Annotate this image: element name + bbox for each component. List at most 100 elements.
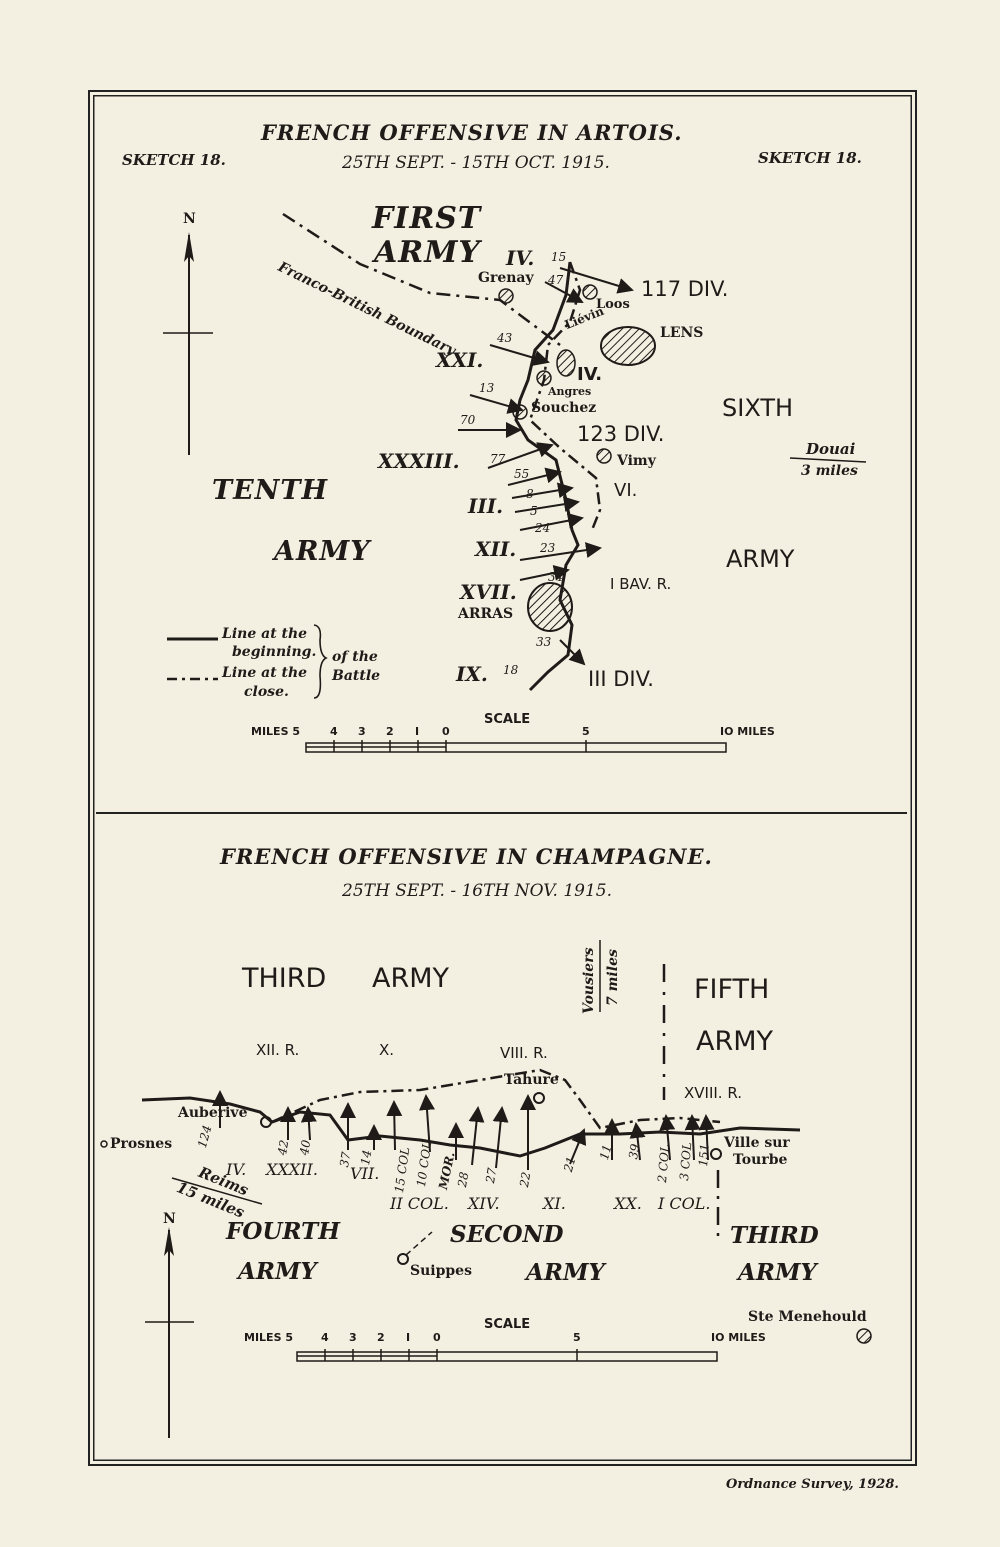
legend-of: of the bbox=[332, 649, 378, 665]
artois-div-num: 23 bbox=[540, 541, 556, 555]
corps-ix: IX. bbox=[456, 662, 488, 686]
artois-scale-bar bbox=[305, 740, 727, 753]
champagne-div-num: 151 bbox=[696, 1143, 712, 1168]
place-souchez: Souchez bbox=[531, 400, 597, 416]
artois-date: 25TH SEPT. - 15TH OCT. 1915. bbox=[342, 153, 610, 173]
champagne-scale-tick: 0 bbox=[433, 1331, 441, 1344]
artois-div-num: 47 bbox=[548, 273, 564, 287]
corps-xii: XII. bbox=[475, 537, 517, 561]
champagne-div-num: 22 bbox=[517, 1170, 534, 1189]
artois-scale-miles: MILES 5 bbox=[251, 725, 300, 738]
champagne-div-num: 42 bbox=[275, 1138, 292, 1157]
footer-credit: Ordnance Survey, 1928. bbox=[726, 1477, 899, 1492]
corps-vii: VII. bbox=[350, 1164, 380, 1183]
div-bav: I BAV. R. bbox=[610, 575, 672, 593]
corps-xxxii: XXXII. bbox=[266, 1160, 318, 1179]
artois-div-num: 70 bbox=[460, 413, 476, 427]
legend-battle: Battle bbox=[332, 668, 381, 684]
place-vousiers: Vousiers bbox=[581, 947, 597, 1014]
champagne-scale-title: SCALE bbox=[484, 1317, 531, 1332]
map-frame bbox=[88, 90, 917, 1466]
champagne-scale-tick: I bbox=[406, 1331, 411, 1344]
champagne-start-line bbox=[141, 1096, 801, 1158]
third-army-top: THIRD bbox=[242, 963, 327, 994]
corps-xi: XI. bbox=[543, 1194, 566, 1213]
tenth-army-label-2: ARMY bbox=[274, 536, 371, 567]
fifth-army-2: ARMY bbox=[696, 1026, 774, 1057]
artois-div-num: 8 bbox=[526, 487, 534, 501]
corps-iii: III. bbox=[468, 494, 504, 518]
section-divider bbox=[96, 812, 907, 814]
place-auberive: Auberive bbox=[178, 1105, 248, 1121]
champagne-div-num: 40 bbox=[297, 1138, 314, 1157]
corps-xxxiii: XXXIII. bbox=[378, 449, 460, 473]
legend-close-1: Line at the bbox=[222, 665, 308, 681]
champagne-end-line bbox=[271, 1068, 721, 1130]
place-ville-sur: Ville sur bbox=[724, 1135, 790, 1151]
douai-distance: 3 miles bbox=[801, 463, 858, 479]
fifth-army: FIFTH bbox=[694, 974, 770, 1005]
champagne-div-num: 37 bbox=[337, 1150, 354, 1169]
corps-i-col: I COL. bbox=[658, 1194, 711, 1213]
corps-xvii: XVII. bbox=[460, 580, 517, 604]
corps-xx: XX. bbox=[614, 1194, 642, 1213]
champagne-div-num: 39 bbox=[626, 1142, 643, 1161]
second-army-2: ARMY bbox=[526, 1259, 605, 1286]
third-army-right: THIRD bbox=[730, 1222, 819, 1249]
champagne-div-num: 11 bbox=[597, 1142, 615, 1162]
place-tahure: Tahure bbox=[504, 1072, 559, 1088]
tenth-army-label: TENTH bbox=[212, 475, 328, 506]
second-army: SECOND bbox=[450, 1221, 564, 1248]
artois-div-num: 55 bbox=[514, 467, 530, 481]
artois-scale-tick: 3 bbox=[358, 725, 366, 738]
artois-div-num: 5 bbox=[530, 504, 538, 518]
champagne-title: FRENCH OFFENSIVE IN CHAMPAGNE. bbox=[220, 844, 713, 869]
place-arras: ARRAS bbox=[458, 606, 514, 622]
place-ste-menehould: Ste Menehould bbox=[748, 1309, 867, 1325]
artois-scale-tick: 0 bbox=[442, 725, 450, 738]
sixth-army-label-2: ARMY bbox=[726, 545, 795, 573]
champagne-scale-bar bbox=[296, 1349, 718, 1362]
sketch-label-left: SKETCH 18. bbox=[122, 151, 226, 169]
div-117: 117 DIV. bbox=[641, 277, 729, 301]
champagne-div-num: 21 bbox=[561, 1154, 579, 1174]
champagne-div-num: 14 bbox=[358, 1148, 375, 1167]
champagne-div-num: 28 bbox=[455, 1170, 472, 1189]
champagne-date: 25TH SEPT. - 16TH NOV. 1915. bbox=[342, 881, 612, 901]
place-lens: LENS bbox=[660, 325, 704, 341]
legend-begin-1: Line at the bbox=[222, 626, 308, 642]
champagne-scale-tick: 5 bbox=[573, 1331, 581, 1344]
artois-scale-tick: 5 bbox=[582, 725, 590, 738]
corps-iv-mid: IV. bbox=[577, 364, 603, 385]
artois-div-num: 34 bbox=[548, 570, 564, 584]
artois-div-num: 43 bbox=[497, 331, 513, 345]
fourth-army-2: ARMY bbox=[238, 1258, 317, 1285]
artois-north-label: N bbox=[183, 211, 196, 227]
place-douai: Douai bbox=[806, 440, 856, 458]
corps-iv-fr: IV. bbox=[226, 1160, 247, 1179]
champagne-north-label: N bbox=[163, 1211, 176, 1227]
place-angres: Angres bbox=[548, 385, 592, 398]
artois-div-num: 13 bbox=[479, 381, 495, 395]
corps-iv-top: IV. bbox=[506, 246, 535, 270]
artois-towns bbox=[498, 284, 656, 632]
artois-scale-title: SCALE bbox=[484, 712, 531, 727]
champagne-scale-tick: 2 bbox=[377, 1331, 385, 1344]
champagne-div-num: 2 COL bbox=[655, 1143, 673, 1184]
place-vimy: Vimy bbox=[617, 453, 656, 469]
artois-north-arrow bbox=[163, 232, 213, 455]
artois-div-num: 24 bbox=[535, 521, 551, 535]
artois-end-line bbox=[528, 261, 602, 531]
artois-title: FRENCH OFFENSIVE IN ARTOIS. bbox=[261, 120, 683, 145]
corps-xiv: XIV. bbox=[468, 1194, 500, 1213]
fourth-army: FOURTH bbox=[226, 1218, 340, 1245]
artois-div-num: 77 bbox=[490, 452, 506, 466]
corps-vi: VI. bbox=[614, 480, 638, 501]
artois-scale-tick: 4 bbox=[330, 725, 338, 738]
first-army-label: FIRST bbox=[372, 201, 482, 236]
artois-div-num: 18 bbox=[503, 663, 519, 677]
champagne-scale-tick: 3 bbox=[349, 1331, 357, 1344]
corps-xviii-r: XVIII. R. bbox=[684, 1084, 743, 1102]
champagne-scale-miles: MILES 5 bbox=[244, 1331, 293, 1344]
